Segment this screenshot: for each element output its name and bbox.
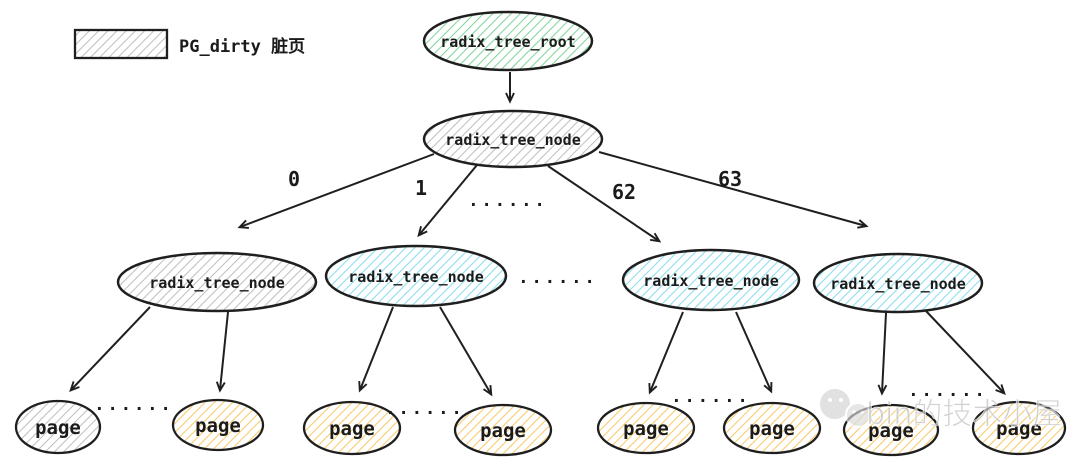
edge-node2-page4: [648, 311, 684, 395]
page-node-1: page: [171, 398, 265, 452]
edge-label-62: 62: [612, 180, 636, 204]
edge-node2-page5: [735, 311, 773, 394]
edge-slot-63: [598, 151, 869, 229]
page-5-ellipse: [722, 401, 822, 455]
page-7-label: page: [996, 418, 1042, 440]
page-2-ellipse: [302, 400, 402, 456]
level2-ellipsis: ......: [518, 268, 597, 288]
page-node-4: page: [596, 401, 696, 455]
level2-0-ellipse: [116, 251, 318, 313]
node-radix-tree-level2-1: radix_tree_node: [324, 244, 508, 308]
legend: PG_dirty 脏页: [73, 28, 305, 60]
node-radix-tree-root: radix_tree_root: [422, 10, 594, 72]
edge-node3-page7: [925, 310, 1006, 395]
page-3-label: page: [480, 420, 526, 442]
level1-label: radix_tree_node: [445, 131, 580, 149]
level2-edges: [69, 306, 1006, 397]
node-radix-tree-level2-3: radix_tree_node: [812, 252, 984, 314]
watermark: bin的技术小屋: [818, 387, 1063, 432]
page-6-label: page: [868, 420, 914, 442]
watermark-text: bin的技术小屋: [866, 397, 1062, 432]
edge-slot-0: [237, 153, 435, 229]
node-radix-tree-level2-2: radix_tree_node: [621, 248, 801, 312]
page-4-label: page: [623, 418, 669, 440]
level2-0-label: radix_tree_node: [149, 274, 284, 292]
page-node-5: page: [722, 401, 822, 455]
page-1-ellipse: [171, 398, 265, 452]
edge-label-63: 63: [718, 167, 742, 191]
page-5-label: page: [749, 418, 795, 440]
edge-node0-page0: [69, 306, 151, 392]
edge-node1-page3: [439, 306, 493, 397]
level2-3-label: radix_tree_node: [830, 275, 965, 293]
pages-ellipsis-1: ......: [385, 399, 464, 419]
level2-2-ellipse: [621, 248, 801, 312]
edge-label-1: 1: [415, 176, 427, 200]
edge-label-0: 0: [288, 167, 300, 191]
edge-node3-page6: [877, 312, 888, 396]
page-0-label: page: [35, 417, 81, 439]
wechat-icon: [818, 387, 871, 428]
level2-3-ellipse: [812, 252, 984, 314]
page-leaves: page ...... page page ...... page page .…: [14, 381, 1067, 457]
pages-ellipsis-0: ......: [94, 395, 173, 415]
page-node-0: page: [14, 399, 102, 455]
root-label: radix_tree_root: [440, 33, 575, 51]
level1-edges: 0 1 ...... 62 63: [237, 151, 869, 243]
level2-1-ellipse: [324, 244, 508, 308]
node-radix-tree-level2-0: radix_tree_node: [116, 251, 318, 313]
edge-node0-page1: [215, 311, 229, 393]
page-0-ellipse: [14, 399, 102, 455]
edge-node1-page2: [358, 306, 394, 393]
edge-slot-1: [417, 164, 478, 238]
page-node-7: page: [971, 400, 1067, 456]
page-1-label: page: [195, 415, 241, 437]
legend-label: PG_dirty 脏页: [179, 36, 305, 57]
page-2-label: page: [329, 418, 375, 440]
pg-dirty-swatch: [73, 28, 169, 60]
pages-ellipsis-2: ......: [671, 387, 750, 407]
page-4-ellipse: [596, 401, 696, 455]
edge-slot-62: [547, 165, 662, 243]
page-7-ellipse: [971, 400, 1067, 456]
edge-ellipsis: ......: [468, 191, 547, 211]
level1-ellipse: [422, 109, 604, 169]
level2-1-label: radix_tree_node: [348, 268, 483, 286]
page-node-2: page: [302, 400, 402, 456]
pages-ellipsis-3: ......: [908, 381, 987, 401]
root-ellipse: [422, 10, 594, 72]
page-3-ellipse: [453, 403, 553, 457]
page-node-3: page: [453, 403, 553, 457]
node-radix-tree-level1: radix_tree_node: [422, 109, 604, 169]
level2-2-label: radix_tree_node: [643, 272, 778, 290]
